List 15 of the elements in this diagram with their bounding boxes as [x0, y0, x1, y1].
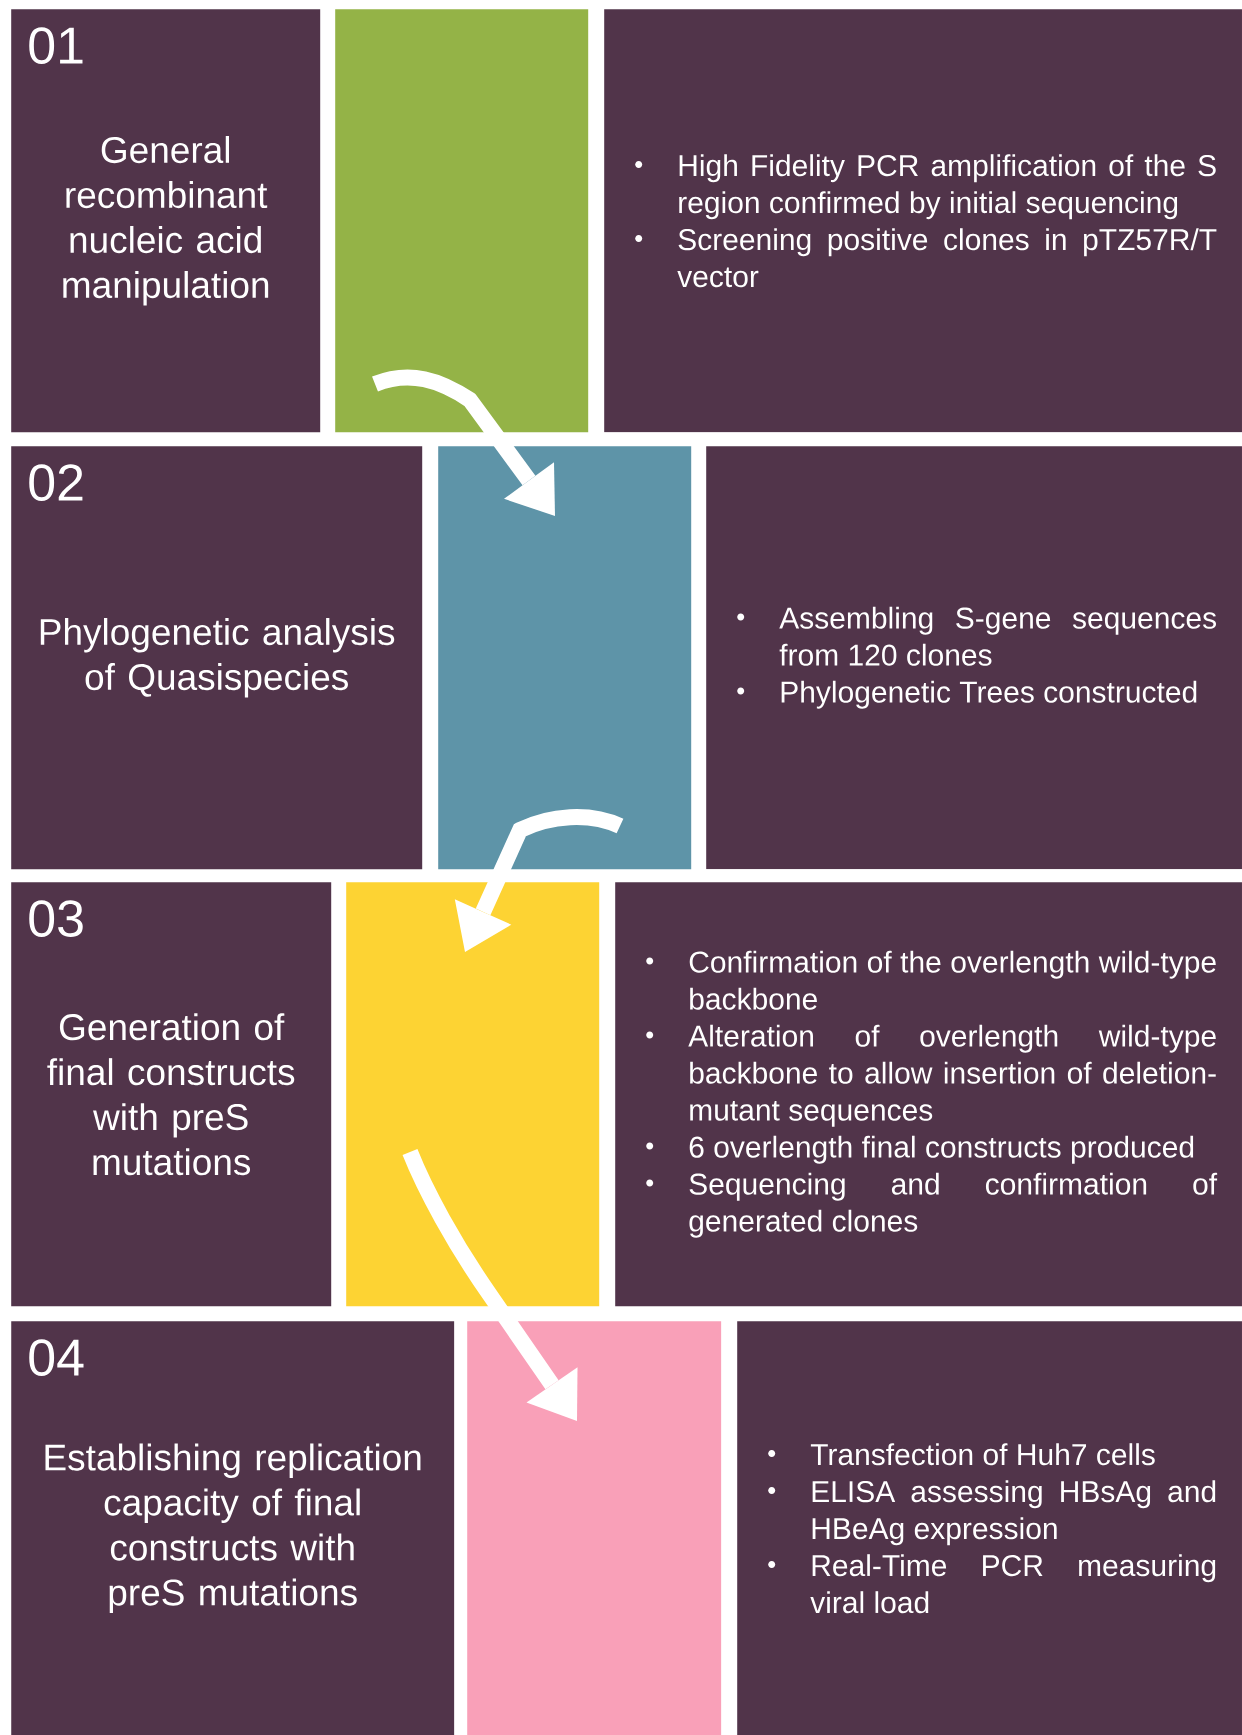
color-band — [346, 882, 600, 1307]
bullet-box: Transfection of Huh7 cells ELISA assessing HBsAg and HBeAg expression Real-Time PCR measuring viral load — [737, 1321, 1242, 1735]
curved-arrow — [454, 809, 623, 952]
step-box: Generation of final constructs with preS mutations 03 — [11, 882, 332, 1307]
color-band — [335, 9, 589, 433]
bullet-box: Confirmation of the overlength wild-type backbone Alteration of overlength wild-type backbone to allow insertion of deletion-mutant sequences 6 overlength final constructs produced Sequencing and confirmation of generated clones — [615, 882, 1242, 1307]
curved-arrow — [402, 1148, 578, 1421]
color-band — [438, 446, 692, 870]
step-box: Phylogenetic analysis of Quasispecies 02 — [11, 446, 423, 870]
step-box: General recombinant nucleic acid manipulation 01 — [11, 9, 321, 433]
bullet-box: High Fidelity PCR amplification of the S region confirmed by initial sequencing Screening positive clones in pTZ57R/T vector — [604, 9, 1242, 433]
color-band — [467, 1321, 722, 1735]
bullet-box: Assembling S-gene sequences from 120 clones Phylogenetic Trees constructed — [706, 446, 1242, 870]
curved-arrow — [372, 369, 555, 516]
step-box: Establishing replication capacity of final constructs with preS mutations 04 — [11, 1321, 455, 1735]
